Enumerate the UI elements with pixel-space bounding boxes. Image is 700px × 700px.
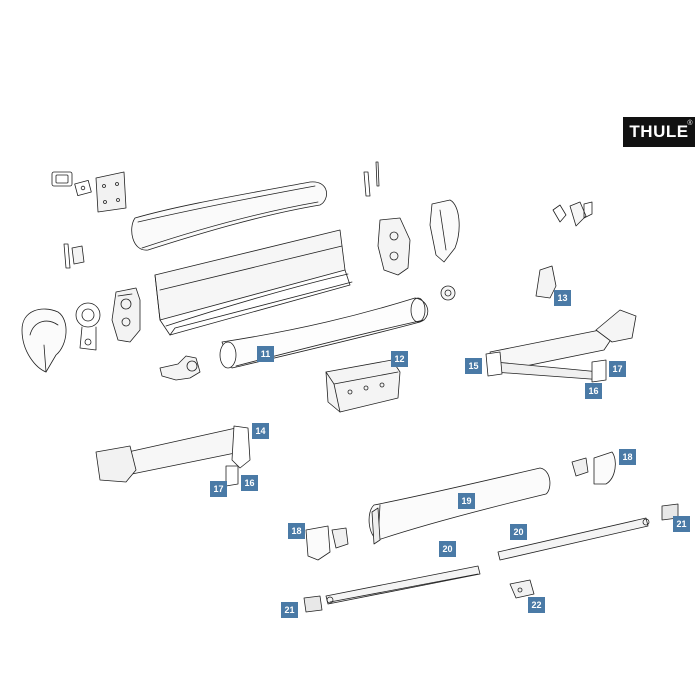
right-cover-cap-part xyxy=(429,199,460,263)
callout-20: 20 xyxy=(510,524,527,540)
mounting-plate-part xyxy=(51,171,127,213)
callout-21: 21 xyxy=(673,516,690,532)
callout-18: 18 xyxy=(619,449,636,465)
axle-end-part xyxy=(159,355,201,381)
callout-16: 16 xyxy=(241,475,258,491)
callout-16: 16 xyxy=(585,383,602,399)
support-leg-left-part xyxy=(325,565,481,605)
support-leg-right-part xyxy=(497,517,650,561)
small-screw-part xyxy=(363,161,380,197)
callout-20: 20 xyxy=(439,541,456,557)
main-profile-part xyxy=(154,229,353,336)
callout-12: 12 xyxy=(391,351,408,367)
thule-logo: THULE® xyxy=(623,117,695,147)
arm-bracket-part xyxy=(535,265,557,299)
callout-15: 15 xyxy=(465,358,482,374)
gearbox-part xyxy=(111,287,141,343)
callout-13: 13 xyxy=(554,290,571,306)
spring-gear-part xyxy=(75,302,101,351)
idle-end-part xyxy=(440,285,456,301)
callout-18: 18 xyxy=(288,523,305,539)
left-arm-assembly-part xyxy=(95,425,251,487)
clip-part xyxy=(63,243,85,269)
wall-bracket-part xyxy=(325,359,401,413)
hook-part xyxy=(552,201,593,227)
right-arm-assembly-part xyxy=(485,309,637,383)
front-bar-end-cover-right-part xyxy=(571,451,616,485)
left-end-cap-part xyxy=(21,308,67,373)
callout-11: 11 xyxy=(257,346,274,362)
callout-19: 19 xyxy=(458,493,475,509)
callout-17: 17 xyxy=(609,361,626,377)
callout-21: 21 xyxy=(281,602,298,618)
right-end-cap-part xyxy=(377,217,411,276)
front-bar-end-cover-left-part xyxy=(305,525,349,561)
leg-clip-part xyxy=(509,579,535,599)
front-cover-part xyxy=(131,181,327,251)
leg-foot-left-part xyxy=(303,595,323,613)
callout-22: 22 xyxy=(528,597,545,613)
callout-14: 14 xyxy=(252,423,269,439)
callout-17: 17 xyxy=(210,481,227,497)
